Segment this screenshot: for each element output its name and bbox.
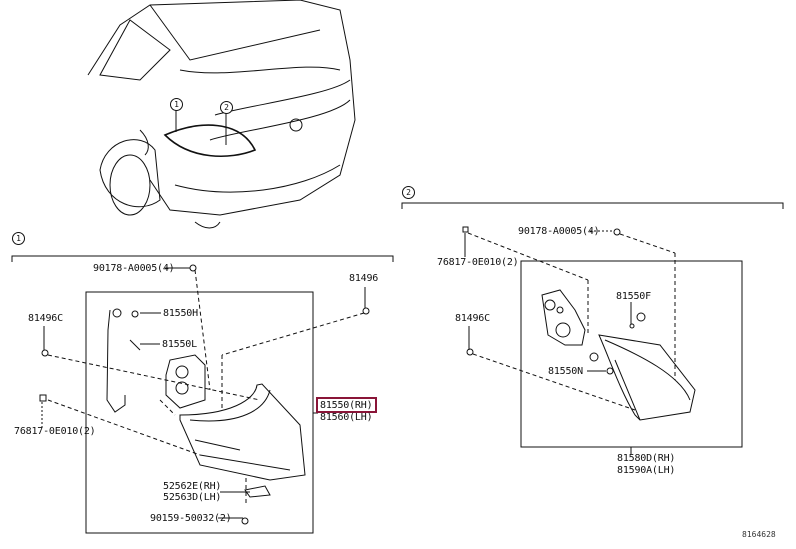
part-label-lamp-lh-right[interactable]: 81590A(LH) (617, 465, 676, 476)
part-label-bracket-lh[interactable]: 52563D(LH) (163, 492, 222, 503)
part-label-lamp-lh-left[interactable]: 81560(LH) (320, 412, 373, 423)
callout-1-group: 1 (12, 232, 25, 245)
part-label-clip-81496c-right[interactable]: 81496C (455, 313, 490, 324)
car-rear-illustration (87, 0, 356, 229)
part-label-bulb-81550n[interactable]: 81550N (548, 366, 583, 377)
callout-1: 1 (170, 98, 183, 111)
part-label-clip-81496[interactable]: 81496 (349, 273, 379, 284)
part-label-nut-left[interactable]: 76817-0E010(2) (14, 426, 96, 437)
part-label-bulb-81550h[interactable]: 81550H (163, 308, 198, 319)
part-label-clip-81496c-left[interactable]: 81496C (28, 313, 63, 324)
part-label-bracket-rh[interactable]: 52562E(RH) (163, 481, 222, 492)
diagram-code: 8164628 (742, 530, 776, 539)
part-label-bolt[interactable]: 90159-50032(2) (150, 513, 232, 524)
part-label-screw-right[interactable]: 90178-A0005(4) (518, 226, 600, 237)
callout-2-group: 2 (402, 186, 415, 199)
callout-2: 2 (220, 101, 233, 114)
part-label-lamp-rh-left[interactable]: 81550(RH) (320, 400, 373, 411)
part-label-screw-left[interactable]: 90178-A0005(4) (93, 263, 175, 274)
part-label-nut-right[interactable]: 76817-0E010(2) (437, 257, 519, 268)
part-label-bulb-81550f[interactable]: 81550F (616, 291, 651, 302)
part-label-bulb-81550l[interactable]: 81550L (162, 339, 197, 350)
right-tail-lamp-drawing (462, 226, 696, 421)
left-tail-lamp-drawing (39, 264, 370, 525)
selected-part-highlight (316, 397, 377, 413)
part-label-lamp-rh-right[interactable]: 81580D(RH) (617, 453, 676, 464)
